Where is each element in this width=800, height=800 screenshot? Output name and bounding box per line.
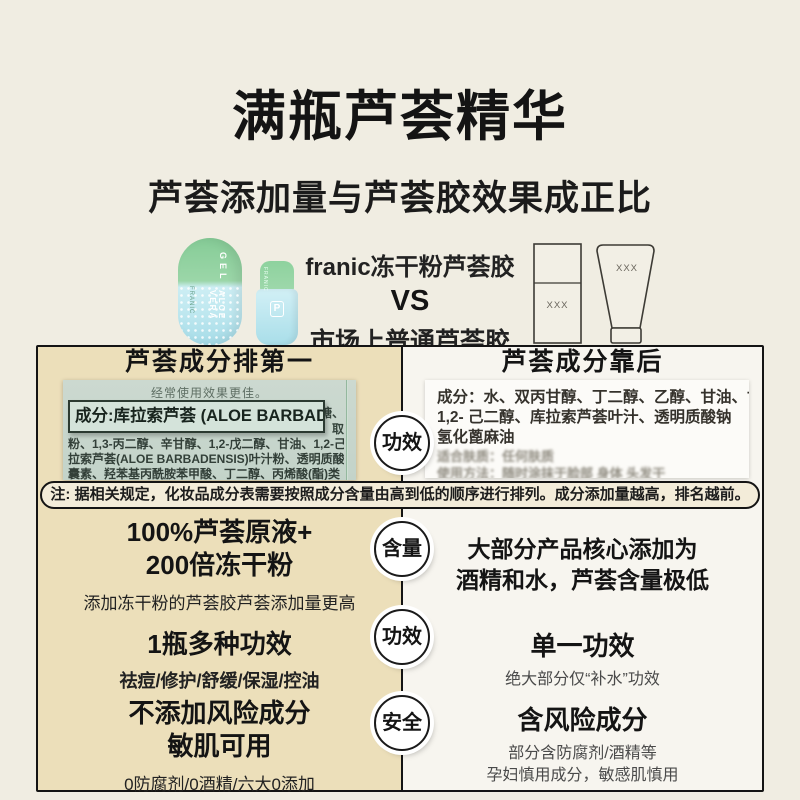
sketch-svg: XXX XXX	[533, 243, 655, 344]
aloe-vera-label: ALOE VERA	[208, 290, 226, 321]
claim-title: 含风险成分	[517, 705, 648, 735]
label-stripe	[346, 380, 348, 480]
ingredient-line: 拉索芦荟(ALOE BARBADENSIS)叶汁粉、透明质酸钠、尿	[68, 452, 344, 466]
page-title: 满瓶芦荟精华	[232, 87, 568, 147]
ingredient-highlight-callout: 成分:库拉索芦荟 (ALOE BARBAD	[68, 400, 325, 433]
claim-subtext: 绝大部分仅“补水”功效	[505, 670, 660, 688]
ingredient-body-text: 粉、1,3-丙二醇、辛甘醇、1,2-戊二醇、甘油、1,2-己二醇、库 拉索芦荟(…	[68, 437, 344, 480]
small-bottle-brand: FRANIC	[262, 267, 268, 292]
regulation-note: 注: 据相关规定，化妆品成分表需要按照成分含量由高到低的顺序进行排列。成分添加量…	[40, 481, 760, 509]
sketch-tube-label: XXX	[616, 263, 638, 274]
sketch-tube-cap	[610, 327, 642, 344]
ingredient-line: 成分：水、双丙甘醇、丁二醇、乙醇、甘油、甘	[437, 389, 749, 406]
badge-efficacy-top: 功效	[374, 415, 430, 471]
ingredient-line: 氢化蓖麻油	[437, 429, 515, 446]
ingredient-line: 囊素、羟苯基丙酰胺苯甲酸、丁二醇、丙烯酸(酯)类	[68, 467, 340, 480]
franic-product-image: GEL ALOE VERA FRANIC FRANIC P	[178, 236, 303, 345]
claim-title: 大部分产品核心添加为	[467, 536, 698, 562]
claim-subtext: 添加冻干粉的芦荟胶芦荟添加量更高	[83, 594, 356, 613]
claim-title: 100%芦荟原液+	[126, 517, 313, 547]
claim-title: 敏肌可用	[167, 730, 272, 761]
gel-label: GEL	[218, 252, 228, 283]
label-edge-char-1: 糖、	[319, 406, 344, 420]
claim-subtext: 部分含防腐剂/酒精等 孕妇慎用成分，敏感肌慎用	[486, 743, 678, 787]
claim-title: 单一功效	[530, 630, 635, 661]
right-cell-safety: 含风险成分 部分含防腐剂/酒精等 孕妇慎用成分，敏感肌慎用	[403, 701, 762, 790]
left-cell-content-amount: 100%芦荟原液+ 200倍冻干粉 添加冻干粉的芦荟胶芦荟添加量更高	[38, 511, 401, 619]
left-cell-safety: 不添加风险成分 敏肌可用 0防腐剂/0酒精/六大0添加	[38, 698, 401, 794]
claim-subtext-line: 部分含防腐剂/酒精等	[508, 745, 657, 762]
versus-vs: VS	[390, 285, 430, 317]
brand-label: FRANIC	[188, 286, 194, 315]
claim-title: 200倍冻干粉	[145, 550, 294, 580]
ingredient-blurred-line: 适合肤质：任何肤质	[437, 449, 555, 464]
label-top-note: 经常使用效果更佳。	[150, 386, 268, 400]
claim-title: 1瓶多种功效	[147, 628, 292, 659]
right-column-header: 芦荟成分靠后	[501, 348, 664, 376]
claim-title: 酒精和水，芦荟含量极低	[456, 567, 709, 593]
badge-content: 含量	[374, 521, 430, 577]
generic-ingredient-label: 成分：水、双丙甘醇、丁二醇、乙醇、甘油、甘 1,2- 己二醇、库拉索芦荟叶汁、透…	[425, 380, 749, 478]
badge-efficacy: 功效	[374, 609, 430, 665]
claim-title: 不添加风险成分	[128, 697, 311, 728]
left-cell-effects: 1瓶多种功效 祛痘/修护/舒缓/保湿/控油	[38, 619, 401, 701]
page-subtitle: 芦荟添加量与芦荟胶效果成正比	[147, 179, 652, 218]
comparison-table: 芦荟成分排第一 芦荟成分靠后 经常使用效果更佳。 糖、 取 成分:库拉索芦荟 (…	[36, 345, 764, 794]
versus-text-block: franic冻干粉芦荟胶 VS 市场上普通芦荟胶	[285, 247, 535, 358]
small-bottle: FRANIC P	[256, 261, 298, 345]
claim-subtext: 祛痘/修护/舒缓/保湿/控油	[119, 670, 320, 691]
sketch-bottle-label: XXX	[546, 300, 568, 311]
versus-line-franic: franic冻干粉芦荟胶	[305, 254, 515, 281]
left-column-header: 芦荟成分排第一	[124, 348, 314, 376]
claim-subtext-line: 孕妇慎用成分，敏感肌慎用	[486, 767, 679, 784]
ingredient-line: 1,2- 己二醇、库拉索芦荟叶汁、透明质酸钠	[437, 409, 732, 426]
right-cell-effects: 单一功效 绝大部分仅“补水”功效	[403, 619, 762, 701]
small-bottle-body	[256, 289, 298, 345]
ingredient-blurred-line: 使用方法：随时涂抹于脸部 身体 头发干	[437, 466, 666, 478]
small-bottle-logo: P	[270, 301, 284, 317]
label-edge-char-2: 取	[331, 422, 344, 436]
badge-safety: 安全	[374, 695, 430, 751]
gel-texture	[178, 285, 242, 345]
small-bottle-cap	[260, 261, 294, 291]
franic-ingredient-label: 经常使用效果更佳。 糖、 取 成分:库拉索芦荟 (ALOE BARBAD 粉、1…	[63, 380, 356, 480]
claim-subtext: 0防腐剂/0酒精/六大0添加	[124, 774, 315, 794]
right-cell-content-amount: 大部分产品核心添加为 酒精和水，芦荟含量极低	[403, 511, 762, 619]
sketch-tube	[596, 244, 655, 329]
ingredient-line: 粉、1,3-丙二醇、辛甘醇、1,2-戊二醇、甘油、1,2-己二醇、库	[68, 437, 344, 451]
generic-product-sketch: XXX XXX	[528, 240, 663, 345]
capsule-bottle: GEL ALOE VERA FRANIC	[178, 238, 242, 345]
sketch-bottle	[533, 243, 582, 344]
